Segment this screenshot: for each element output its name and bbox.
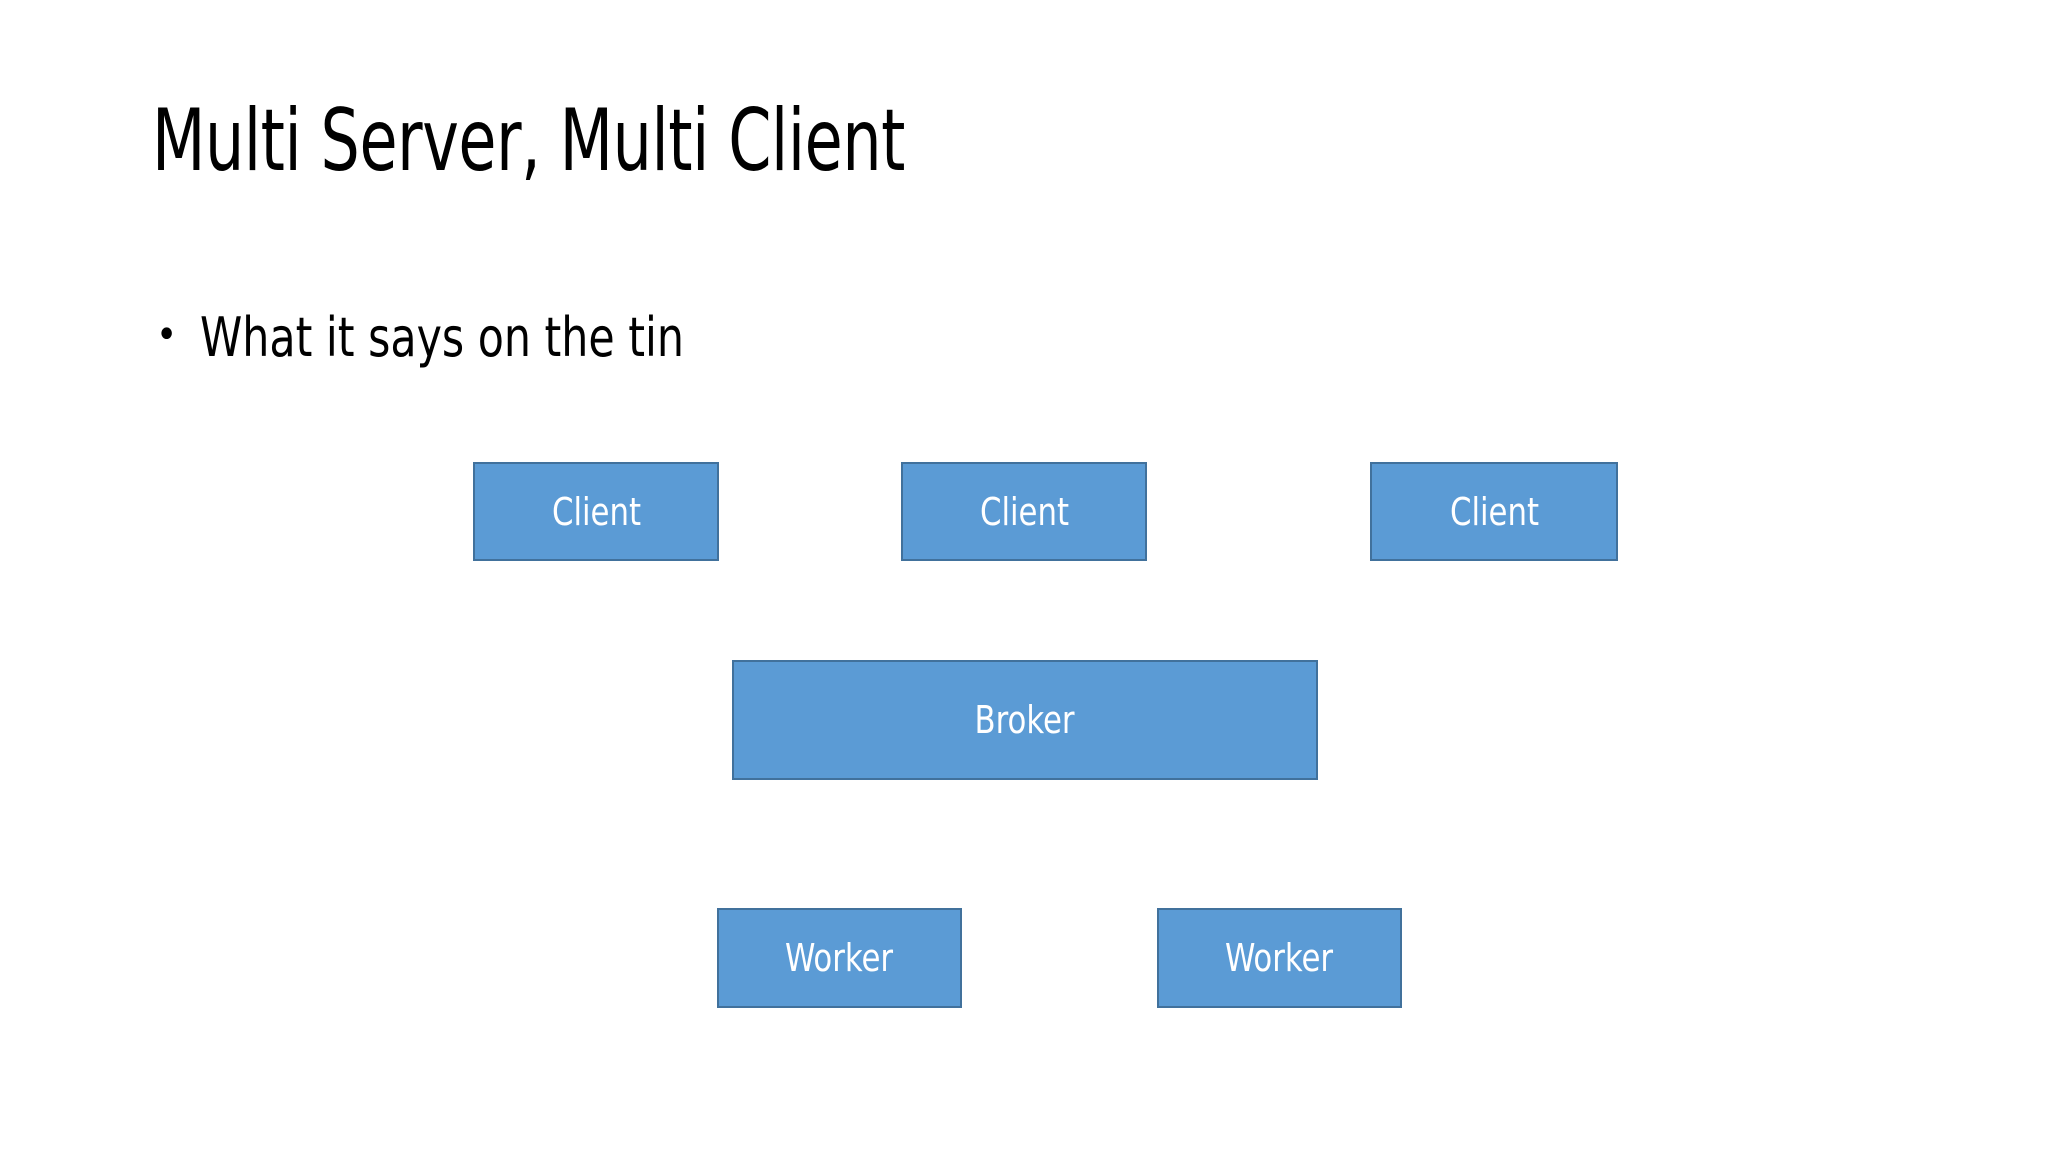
diagram-node-label: Client	[979, 489, 1069, 534]
bullet-list-item-text: What it says on the tin	[200, 306, 685, 369]
diagram-node-label: Broker	[974, 698, 1075, 742]
diagram-node-client-1[interactable]: Client	[473, 462, 719, 561]
slide-body-list: • What it says on the tin	[152, 306, 1852, 370]
diagram-node-worker-1[interactable]: Worker	[717, 908, 962, 1008]
diagram-node-client-3[interactable]: Client	[1370, 462, 1618, 561]
diagram-node-label: Client	[1449, 489, 1539, 534]
diagram-node-client-2[interactable]: Client	[901, 462, 1147, 561]
bullet-marker-icon: •	[156, 312, 178, 358]
slide-title: Multi Server, Multi Client	[152, 91, 906, 191]
bullet-list-item: • What it says on the tin	[152, 306, 1852, 370]
diagram-node-label: Worker	[1225, 936, 1334, 980]
diagram-node-broker[interactable]: Broker	[732, 660, 1318, 780]
diagram-node-worker-2[interactable]: Worker	[1157, 908, 1402, 1008]
diagram-node-label: Worker	[785, 936, 894, 980]
diagram-node-label: Client	[551, 489, 641, 534]
